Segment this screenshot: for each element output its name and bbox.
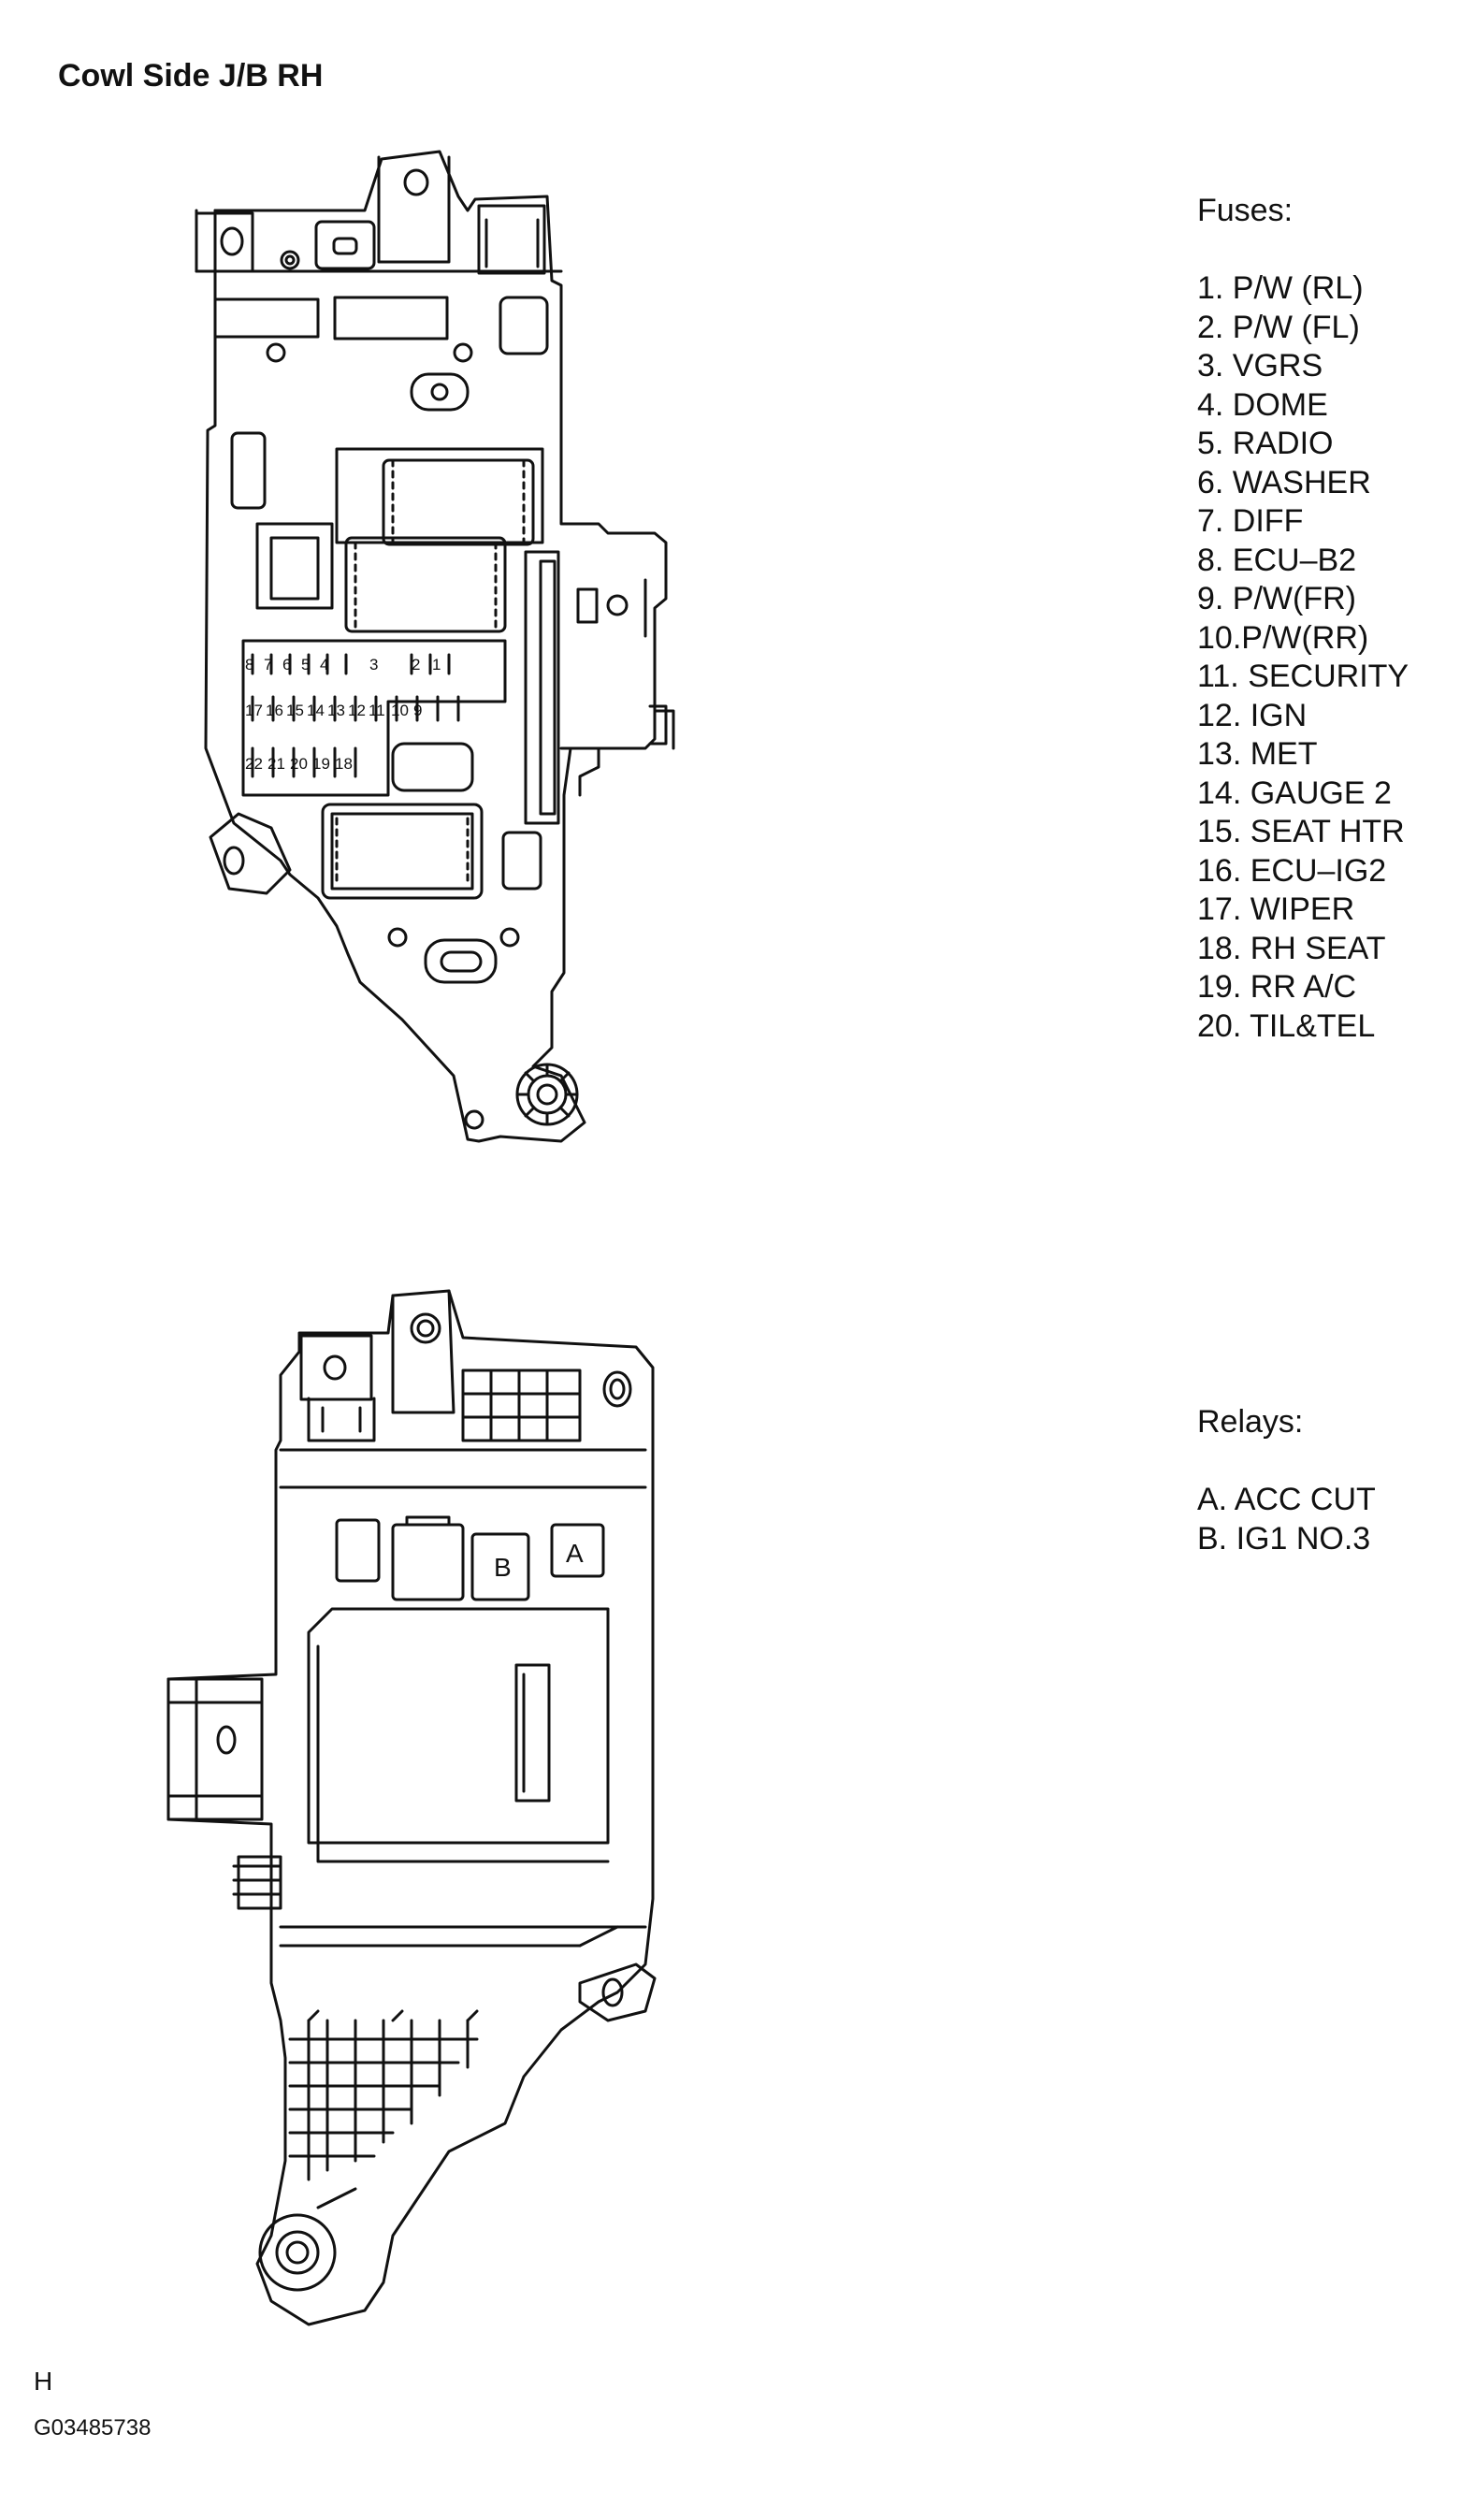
fuse-number: 16 [266,702,283,719]
front-fuse-numbers: 8 7 6 5 4 3 2 1 17 16 15 14 13 12 11 10 … [245,656,441,773]
fuse-number: 8 [245,656,253,673]
relay-item: A. ACC CUT [1197,1482,1376,1517]
fuse-item: 12. IGN [1197,697,1308,733]
fuse-item: 10.P/W(RR) [1197,619,1369,656]
fuse-number: 6 [282,656,291,673]
fuse-item: 16. ECU–IG2 [1197,852,1387,889]
fuse-item: 13. MET [1197,736,1318,772]
relays-heading: Relays: [1197,1404,1304,1440]
fuse-item: 6. WASHER [1197,464,1371,500]
relay-list: A. ACC CUT B. IG1 NO.3 [1197,1481,1376,1558]
fuse-number: 17 [245,702,263,719]
fuse-number: 22 [245,755,263,773]
section-letter: H [34,2367,53,2396]
fuse-item: 15. SEAT HTR [1197,814,1405,849]
fuses-heading: Fuses: [1197,193,1294,228]
fuse-number: 21 [267,755,285,773]
fuse-block-outline [241,639,507,797]
fuse-number: 2 [412,656,420,673]
fuse-item: 19. RR A/C [1197,969,1357,1005]
fuse-item: 3. VGRS [1197,348,1323,384]
back-relay-labels: B A [494,1539,584,1582]
fuse-item: 14. GAUGE 2 [1197,775,1392,811]
relay-b-label: B [494,1553,512,1582]
fuse-number: 3 [369,656,378,673]
back-view [166,1289,657,2326]
fuse-number: 7 [264,656,272,673]
back-housing-outline [166,1289,655,2326]
fuse-number: 15 [286,702,304,719]
fuse-item: 18. RH SEAT [1197,930,1386,966]
page-title: Cowl Side J/B RH [58,58,324,94]
fuse-number: 18 [335,755,353,773]
fuse-number: 14 [307,702,325,719]
fuse-item: 1. P/W (RL) [1197,270,1364,306]
fuse-number: 11 [369,702,385,719]
fuse-number: 9 [413,702,422,719]
fuse-item: 7. DIFF [1197,503,1304,539]
fuse-item: 8. ECU–B2 [1197,542,1357,578]
front-housing-outline [204,150,668,1143]
fuse-number: 4 [320,656,328,673]
relay-legend: Relays: A. ACC CUT B. IG1 NO.3 [1197,1403,1376,1558]
fuse-item: 11. SECURITY [1197,659,1409,694]
fuse-number: 20 [290,755,308,773]
fuse-legend: Fuses: 1. P/W (RL) 2. P/W (FL) 3. VGRS 4… [1197,192,1409,1046]
front-view [195,150,675,1143]
fuse-item: 5. RADIO [1197,426,1334,461]
fuse-number: 13 [327,702,345,719]
fuse-item: 4. DOME [1197,386,1328,423]
fuse-item: 17. WIPER [1197,891,1355,927]
fuse-item: 20. TIL&TEL [1197,1007,1376,1044]
fuse-item: 2. P/W (FL) [1197,309,1360,345]
fuse-list: 1. P/W (RL) 2. P/W (FL) 3. VGRS 4. DOME … [1197,269,1409,1046]
fuse-number: 10 [391,702,409,719]
fuse-number: 12 [348,702,366,719]
fuse-number: 19 [312,755,330,773]
fuse-number: 5 [301,656,310,673]
figure-code: G03485738 [34,2415,152,2440]
relay-item: B. IG1 NO.3 [1197,1520,1371,1557]
fuse-number: 1 [432,656,441,673]
relay-a-label: A [566,1539,584,1568]
fuse-item: 9. P/W(FR) [1197,581,1356,616]
